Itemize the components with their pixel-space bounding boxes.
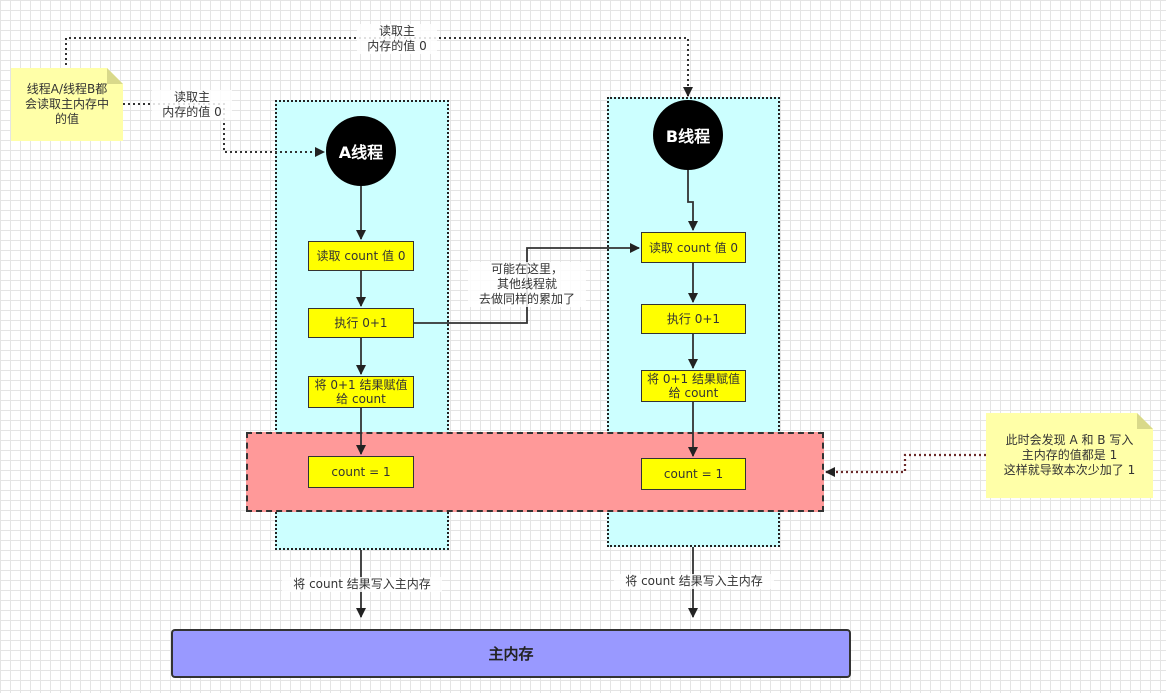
a-read-step: 读取 count 值 0 bbox=[308, 241, 414, 271]
label-maybe-here: 可能在这里， 其他线程就 去做同样的累加了 bbox=[468, 262, 586, 307]
thread-a-node: A线程 bbox=[326, 116, 396, 186]
b-exec-step: 执行 0+1 bbox=[641, 304, 746, 334]
a-exec-step: 执行 0+1 bbox=[308, 308, 414, 338]
note-right-text: 此时会发现 A 和 B 写入 主内存的值都是 1 这样就导致本次少加了 1 bbox=[1003, 433, 1136, 477]
note-left: 线程A/线程B都 会读取主内存中 的值 bbox=[11, 68, 123, 141]
note-to-band-arrow bbox=[825, 453, 986, 477]
note-right: 此时会发现 A 和 B 写入 主内存的值都是 1 这样就导致本次少加了 1 bbox=[986, 413, 1153, 498]
note-left-text: 线程A/线程B都 会读取主内存中 的值 bbox=[24, 82, 109, 126]
note-to-b-arrow bbox=[65, 37, 693, 97]
b-read-step: 读取 count 值 0 bbox=[641, 232, 746, 263]
a-assign-step: 将 0+1 结果赋值给 count bbox=[308, 376, 414, 408]
b-assign-step: 将 0+1 结果赋值给 count bbox=[641, 370, 746, 402]
label-b-write: 将 count 结果写入主内存 bbox=[614, 574, 774, 589]
label-read-main-left: 读取主 内存的值 0 bbox=[152, 90, 232, 120]
main-memory: 主内存 bbox=[171, 629, 851, 678]
b-count-result: count = 1 bbox=[641, 458, 746, 490]
label-read-main-top: 读取主 内存的值 0 bbox=[357, 24, 437, 54]
a-count-result: count = 1 bbox=[308, 456, 414, 488]
label-a-write: 将 count 结果写入主内存 bbox=[282, 577, 442, 592]
b-arrow-1 bbox=[687, 170, 698, 231]
thread-b-node: B线程 bbox=[653, 100, 723, 170]
